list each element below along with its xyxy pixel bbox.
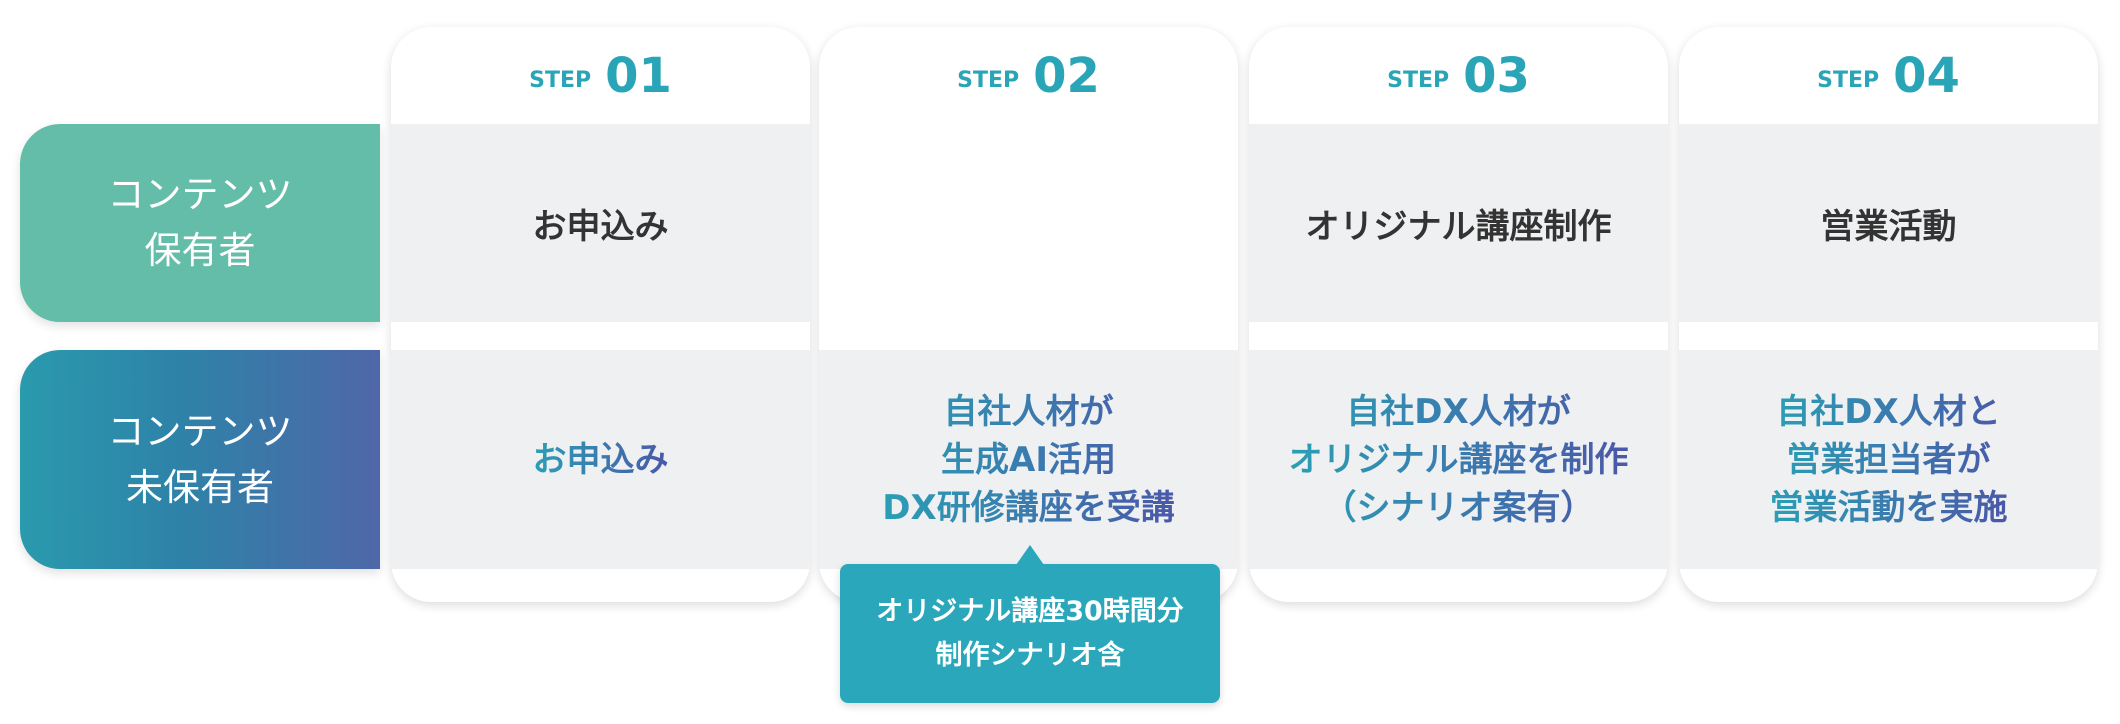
cell-line: 自社DX人材が — [1346, 391, 1571, 432]
cell-line: 営業担当者が — [1786, 439, 1991, 480]
step-label: STEP — [957, 68, 1020, 93]
cell-text: オリジナル講座制作 — [1305, 206, 1612, 247]
cell-line: 自社人材が — [943, 391, 1114, 432]
cell-line: お申込み — [532, 439, 669, 480]
step-card-01: STEP 01 お申込み お申込み — [391, 27, 810, 602]
non-owner-cell: お申込み — [391, 350, 810, 569]
label-line: コンテンツ — [107, 409, 293, 453]
cell-line: 自社DX人材と — [1776, 391, 2001, 432]
cell-line: オリジナル講座を制作 — [1288, 439, 1629, 480]
step-header: STEP 04 — [1679, 27, 2098, 124]
cell-line: （シナリオ案有） — [1322, 487, 1595, 528]
step-header: STEP 01 — [391, 27, 810, 124]
step-label: STEP — [1387, 68, 1450, 93]
step-number: 04 — [1893, 47, 1960, 104]
row-label-content-non-owner: コンテンツ未保有者 — [20, 350, 380, 569]
cell-line: 営業活動を実施 — [1769, 487, 2008, 528]
callout-line: オリジナル講座30時間分 — [876, 595, 1184, 627]
step-label: STEP — [1817, 68, 1880, 93]
step-number: 02 — [1033, 47, 1100, 104]
non-owner-cell: 自社人材が 生成AI活用 DX研修講座を受講 — [819, 350, 1238, 569]
cell-text: 営業活動 — [1820, 206, 1957, 247]
cell-text: お申込み — [532, 206, 669, 247]
step-number: 03 — [1463, 47, 1530, 104]
callout-tooltip: オリジナル講座30時間分 制作シナリオ含 — [840, 545, 1220, 703]
step-card-02: STEP 02 自社人材が 生成AI活用 DX研修講座を受講 — [819, 27, 1238, 602]
step-number: 01 — [605, 47, 672, 104]
step-card-03: STEP 03 オリジナル講座制作 自社DX人材が オリジナル講座を制作 （シナリ… — [1249, 27, 1668, 602]
cell-line: DX研修講座を受講 — [882, 487, 1175, 528]
cell-line: 生成AI活用 — [941, 439, 1116, 480]
owner-cell-empty — [819, 124, 1238, 322]
label-line: 保有者 — [144, 229, 256, 272]
callout-line: 制作シナリオ含 — [935, 639, 1125, 671]
step-header: STEP 03 — [1249, 27, 1668, 124]
step-label: STEP — [529, 68, 592, 93]
owner-cell: オリジナル講座制作 — [1249, 124, 1668, 322]
label-line: 未保有者 — [126, 465, 274, 509]
step-card-04: STEP 04 営業活動 自社DX人材と 営業担当者が 営業活動を実施 — [1679, 27, 2098, 602]
label-line: コンテンツ — [107, 173, 293, 216]
row-label-content-owner: コンテンツ保有者 — [20, 124, 380, 322]
owner-cell: 営業活動 — [1679, 124, 2098, 322]
non-owner-cell: 自社DX人材が オリジナル講座を制作 （シナリオ案有） — [1249, 350, 1668, 569]
step-header: STEP 02 — [819, 27, 1238, 124]
non-owner-cell: 自社DX人材と 営業担当者が 営業活動を実施 — [1679, 350, 2098, 569]
owner-cell: お申込み — [391, 124, 810, 322]
